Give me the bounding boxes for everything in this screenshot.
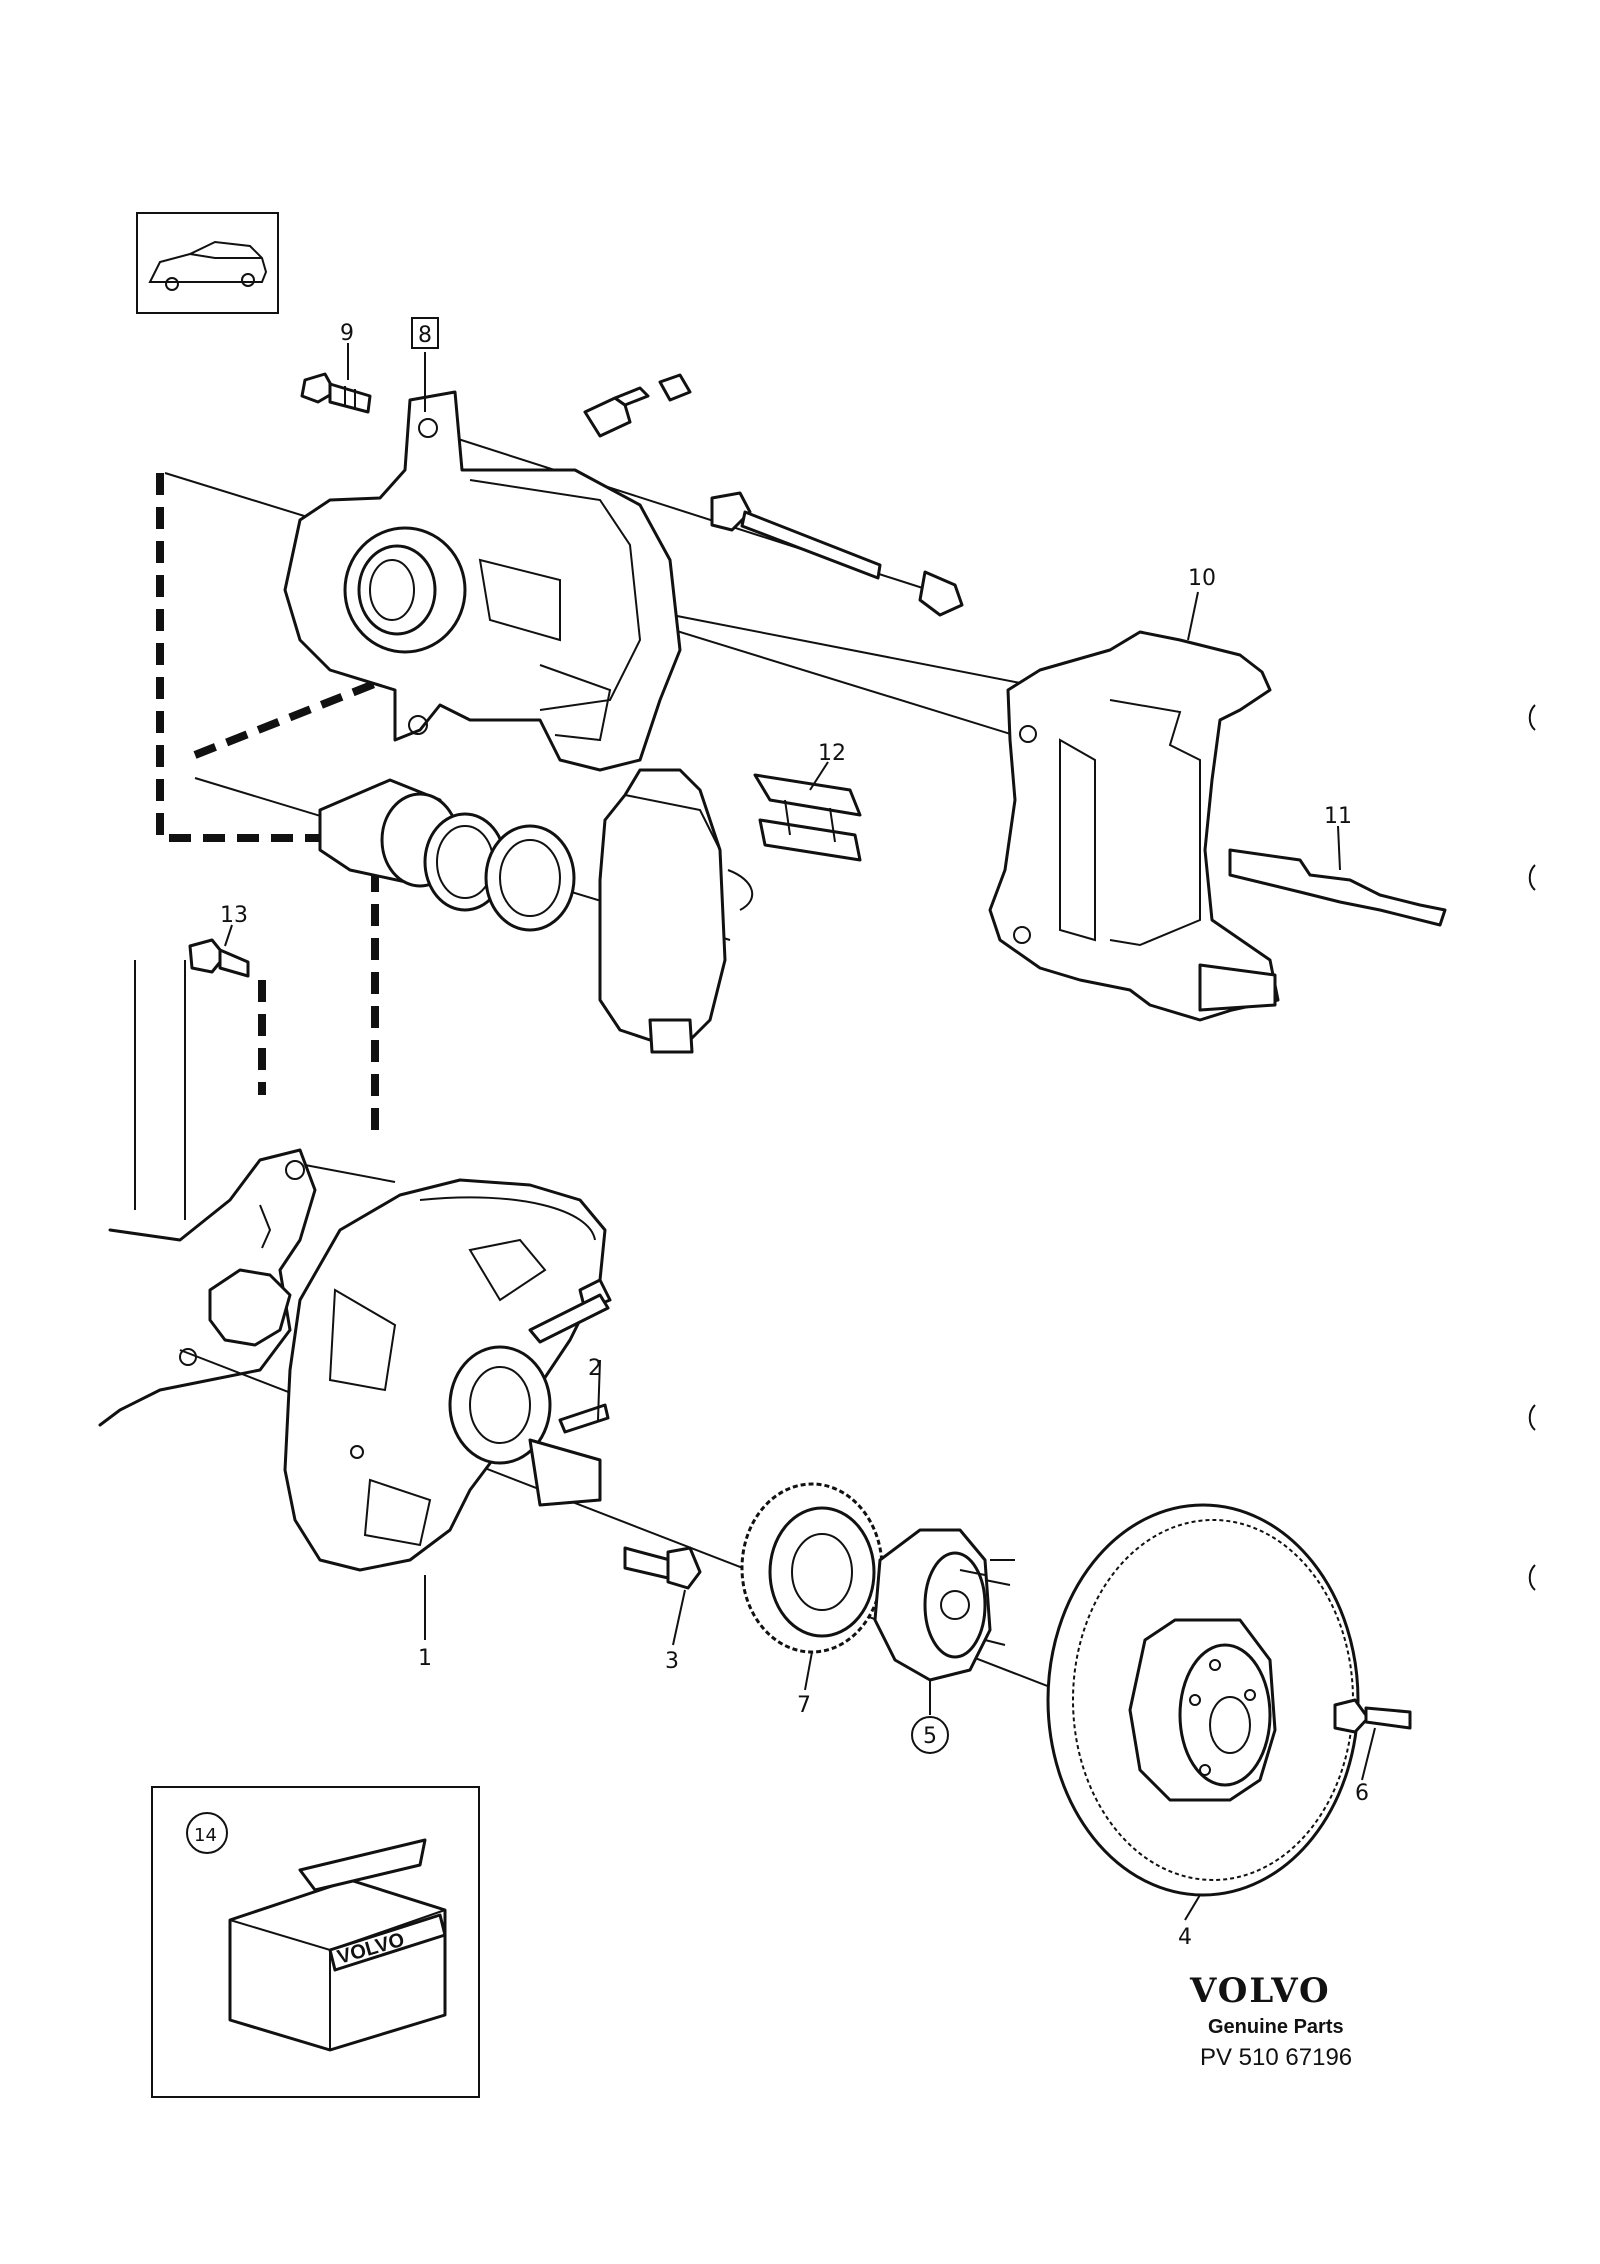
wheel-hub-5 bbox=[873, 1528, 1015, 1682]
margin-marks bbox=[1528, 704, 1536, 1591]
brand-subtitle: Genuine Parts bbox=[1208, 2016, 1344, 2038]
callout-1: 1 bbox=[418, 1646, 432, 1671]
callout-10: 10 bbox=[1188, 566, 1216, 591]
guide-pin bbox=[710, 491, 964, 617]
brake-caliper-housing bbox=[283, 390, 682, 772]
assembly-guide-dashes bbox=[156, 473, 462, 1140]
caliper-bolt bbox=[300, 372, 372, 414]
callout-12: 12 bbox=[818, 741, 846, 766]
caliper-piston bbox=[318, 778, 576, 932]
anti-rattle-spring-12 bbox=[753, 773, 862, 862]
brand-logo: VOLVO bbox=[1189, 1971, 1331, 2011]
vehicle-thumbnail bbox=[136, 212, 279, 314]
callout-8-box bbox=[411, 317, 439, 349]
part-reference-code: PV 510 67196 bbox=[1200, 2044, 1352, 2071]
callout-9: 9 bbox=[340, 321, 354, 346]
shield-bolt bbox=[623, 1546, 702, 1590]
callout-5: 5 bbox=[923, 1724, 937, 1749]
callout-6: 6 bbox=[1355, 1781, 1369, 1806]
brake-splash-shield bbox=[283, 1178, 612, 1572]
callout-4: 4 bbox=[1178, 1925, 1192, 1950]
callout-leaders bbox=[224, 343, 1376, 1921]
disc-locating-screw-6 bbox=[1333, 1698, 1412, 1734]
callout-14: 14 bbox=[194, 1825, 217, 1846]
pad-wear-clips-2 bbox=[528, 1293, 610, 1434]
brake-pad bbox=[598, 768, 754, 1054]
callout-11: 11 bbox=[1324, 804, 1352, 829]
bracket-bolt bbox=[188, 938, 250, 978]
callout-5-circle bbox=[911, 1716, 949, 1754]
caliper-carrier-bracket bbox=[988, 630, 1280, 1022]
pad-shim-11 bbox=[1228, 848, 1447, 927]
callout-2: 2 bbox=[588, 1356, 602, 1381]
brake-disc-4 bbox=[1046, 1503, 1360, 1897]
repair-kit-box: VOLVO bbox=[151, 1786, 480, 2098]
callout-13: 13 bbox=[220, 903, 248, 928]
callout-labels: 9 8 10 11 12 13 2 1 3 7 5 6 4 14 bbox=[186, 317, 1369, 1950]
callout-8: 8 bbox=[418, 323, 432, 348]
abs-sensor-ring-7 bbox=[740, 1482, 884, 1654]
brand-block: VOLVO Genuine Parts PV 510 67196 bbox=[1189, 1971, 1352, 2071]
bleed-nipple bbox=[583, 373, 692, 438]
callout-7: 7 bbox=[797, 1693, 811, 1718]
steering-knuckle bbox=[98, 960, 317, 1427]
callout-14-circle bbox=[186, 1812, 228, 1854]
callout-3: 3 bbox=[665, 1649, 679, 1674]
